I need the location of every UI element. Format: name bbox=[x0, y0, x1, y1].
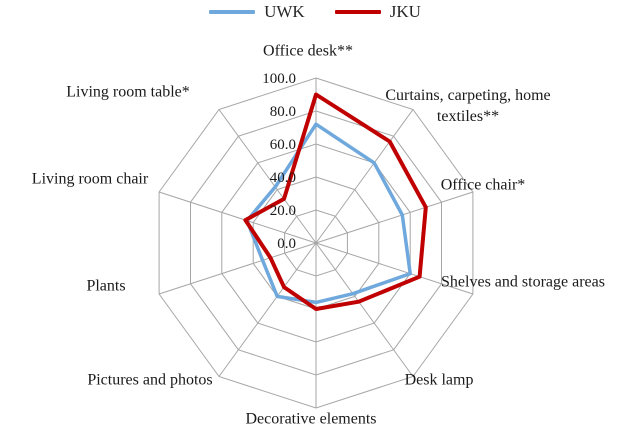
axis-label-6: Pictures and photos bbox=[87, 371, 213, 389]
grid-spoke bbox=[315, 191, 474, 244]
legend-item-jku[interactable]: JKU bbox=[334, 2, 421, 22]
tick-label: 0.0 bbox=[277, 236, 296, 252]
axis-label-4: Desk lamp bbox=[404, 371, 474, 389]
tick-label: 20.0 bbox=[270, 203, 296, 219]
grid-spoke bbox=[218, 242, 317, 377]
grid-spoke bbox=[218, 109, 317, 244]
legend-label-jku: JKU bbox=[389, 2, 421, 21]
axis-label-5: Decorative elements bbox=[245, 410, 377, 428]
legend-item-uwk[interactable]: UWK bbox=[209, 2, 305, 22]
axis-label-0: Office desk** bbox=[263, 42, 353, 60]
grid-spoke bbox=[315, 242, 474, 295]
tick-label: 100.0 bbox=[262, 71, 296, 87]
axis-label-1: Curtains, carpeting, home textiles** bbox=[385, 87, 551, 125]
jku-line-swatch bbox=[334, 10, 381, 14]
grid-spoke bbox=[158, 191, 317, 244]
tick-label: 80.0 bbox=[270, 104, 296, 120]
tick-label: 60.0 bbox=[270, 137, 296, 153]
axis-label-9: Living room table* bbox=[66, 83, 190, 101]
axis-label-8: Living room chair bbox=[31, 170, 149, 188]
legend-label-uwk: UWK bbox=[264, 2, 305, 21]
series-uwk-line bbox=[245, 122, 412, 305]
axis-label-7: Plants bbox=[86, 277, 126, 295]
axis-label-3: Shelves and storage areas bbox=[441, 273, 605, 291]
series-jku-line bbox=[243, 92, 428, 311]
tick-label: 40.0 bbox=[270, 170, 296, 186]
axis-label-2: Office chair* bbox=[440, 176, 526, 194]
grid-spoke bbox=[158, 242, 317, 295]
grid-spoke bbox=[315, 242, 414, 377]
uwk-line-swatch bbox=[209, 10, 256, 14]
grid-spoke bbox=[315, 109, 414, 244]
chart-legend: UWK JKU bbox=[0, 0, 630, 24]
